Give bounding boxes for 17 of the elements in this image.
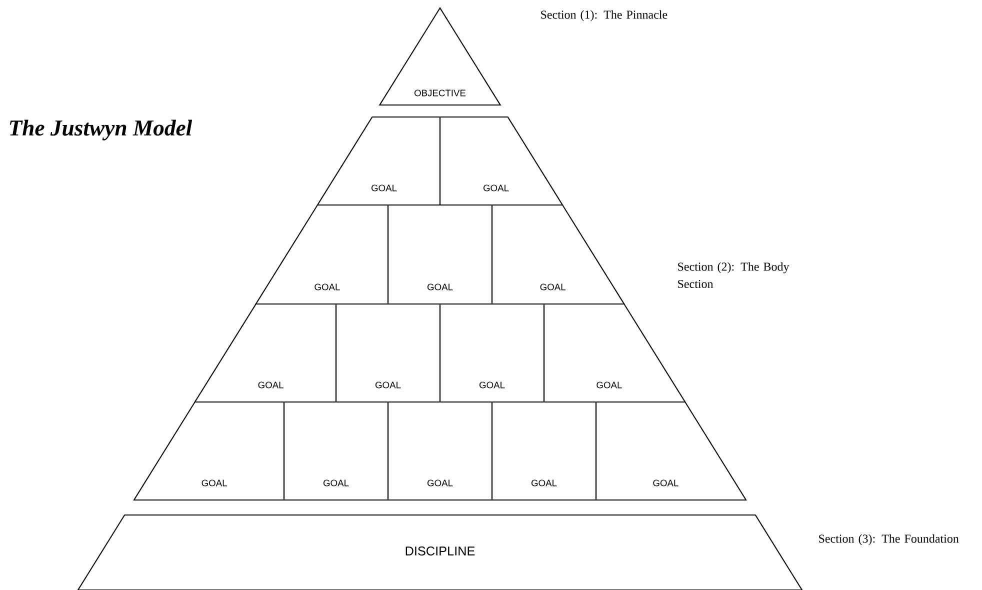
goal-cell: GOAL [387,401,493,501]
section-label: Section (3): The Foundation [819,534,959,546]
goal-cell: GOAL [387,204,493,305]
goal-cell: GOAL [491,204,626,305]
goal-cell: GOAL [491,401,597,501]
section-label: Section (2): The Body Section [678,262,790,288]
goal-cell: GOAL [595,401,747,501]
goal-cell: GOAL [133,401,285,501]
foundation-trapezoid: DISCIPLINE [77,514,803,590]
title: The Justwyn Model [10,120,192,140]
section-label: Section (1): The Pinnacle [541,10,668,22]
goal-cell: GOAL [543,303,686,403]
goal-cell: GOAL [335,303,441,403]
goal-cell: GOAL [439,303,545,403]
goal-cell: GOAL [316,116,441,206]
goal-cell: GOAL [439,116,564,206]
goal-cell: GOAL [283,401,389,501]
